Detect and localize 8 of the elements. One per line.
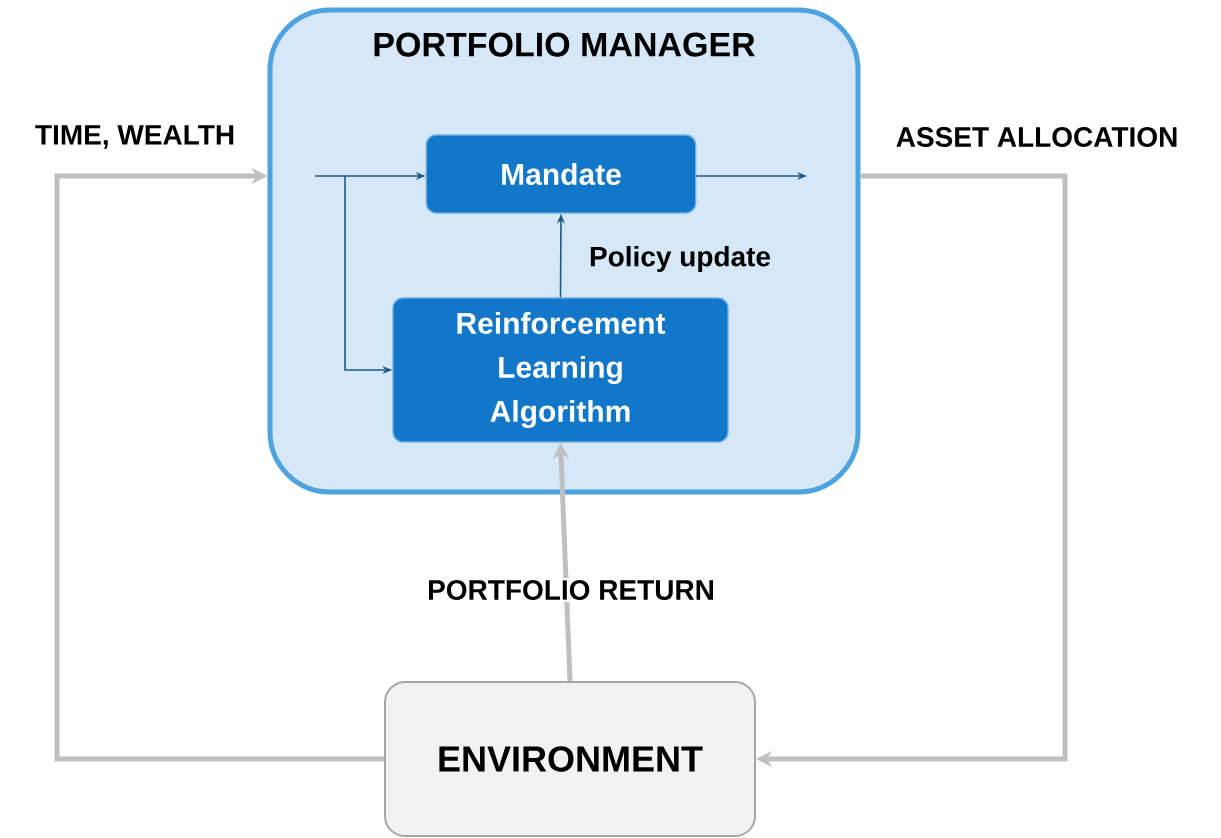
edge-label: TIME, WEALTH bbox=[32, 123, 238, 151]
process-box: Reinforcement Learning Algorithm bbox=[392, 297, 729, 443]
environment-box: ENVIRONMENT bbox=[384, 681, 756, 837]
arrow bbox=[54, 167, 384, 762]
edge-label: Policy update bbox=[587, 243, 774, 275]
edge-label: PORTFOLIO RETURN bbox=[425, 578, 717, 602]
edge-label: ASSET ALLOCATION bbox=[893, 125, 1181, 149]
process-box: Mandate bbox=[425, 134, 697, 214]
